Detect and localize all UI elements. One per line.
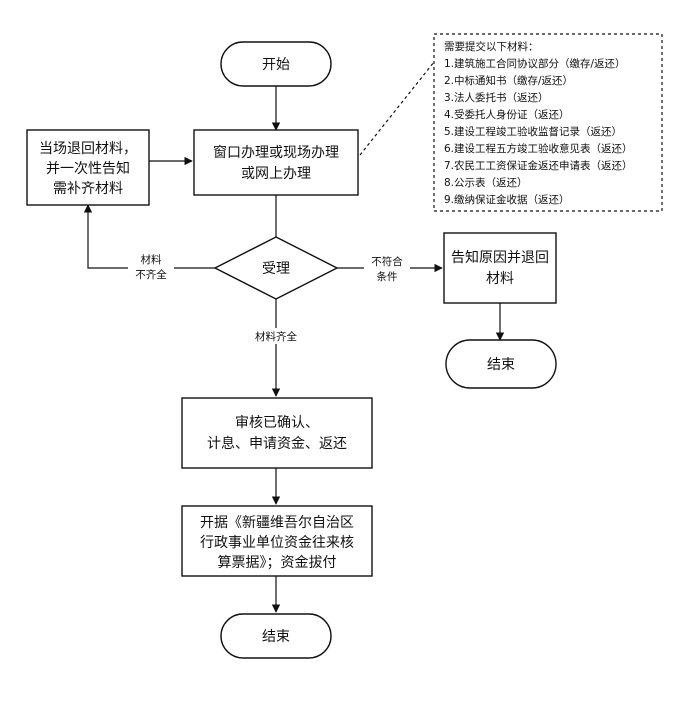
note-item: 2.中标通知书（缴存/返还） [444,74,573,87]
end-node [220,613,332,659]
issue-line-3: 算票据》；资金拔付 [218,555,337,571]
note-item: 9.缴纳保证金收据（返还） [444,193,570,206]
edge-label-not-eligible-1: 不符合 [371,255,403,268]
note-item: 8.公示表（返还） [444,176,528,189]
return-materials-line-2: 并一次性告知 [46,160,130,177]
reject-node [443,232,557,304]
review-line-1: 审核已确认、 [235,415,319,431]
note-item: 1.建筑施工合同协议部分（缴存/返还） [444,57,626,70]
start-label: 开始 [262,57,290,73]
edge-label-complete: 材料齐全 [255,330,297,343]
reject-line-2: 材料 [486,271,514,287]
note-item: 4.受委托人身份证（返还） [444,108,570,121]
reject-line-1: 告知原因并退回 [451,249,549,266]
note-item: 6.建设工程五方竣工验收意见表（返还） [444,142,633,155]
note-item: 7.农民工工资保证金返还申请表（返还） [444,159,633,172]
note-connector [359,61,435,156]
edge-label-incomplete-2: 不齐全 [135,268,167,281]
note-title: 需要提交以下材料： [444,40,539,53]
edge-label-not-eligible-2: 条件 [377,270,398,283]
issue-line-2: 行政事业单位资金往来核 [200,535,354,551]
process-submit-line-2: 或网上办理 [241,166,311,182]
decision-accept-node [213,236,339,300]
issue-line-1: 开据《新疆维吾尔自治区 [200,515,354,531]
decision-label: 受理 [262,261,290,277]
end-reject-label: 结束 [487,357,515,373]
end-reject-node [445,339,557,389]
review-line-2: 计息、申请资金、返还 [207,435,347,452]
return-materials-line-1: 当场退回材料， [39,141,137,157]
end-label: 结束 [262,629,290,645]
issue-receipt-node [181,505,373,577]
note-item: 5.建设工程竣工验收监督记录（返还） [444,125,622,138]
return-materials-node [26,129,150,206]
edge-label-incomplete-1: 材料 [141,253,162,266]
note-item: 3.法人委托书（返还） [444,91,549,104]
process-submit-line-1: 窗口办理或现场办理 [213,144,339,161]
return-materials-line-3: 需补齐材料 [53,181,123,197]
review-node [181,397,373,469]
materials-note [433,33,663,212]
start-node [220,41,332,87]
process-submit-node [193,129,359,196]
